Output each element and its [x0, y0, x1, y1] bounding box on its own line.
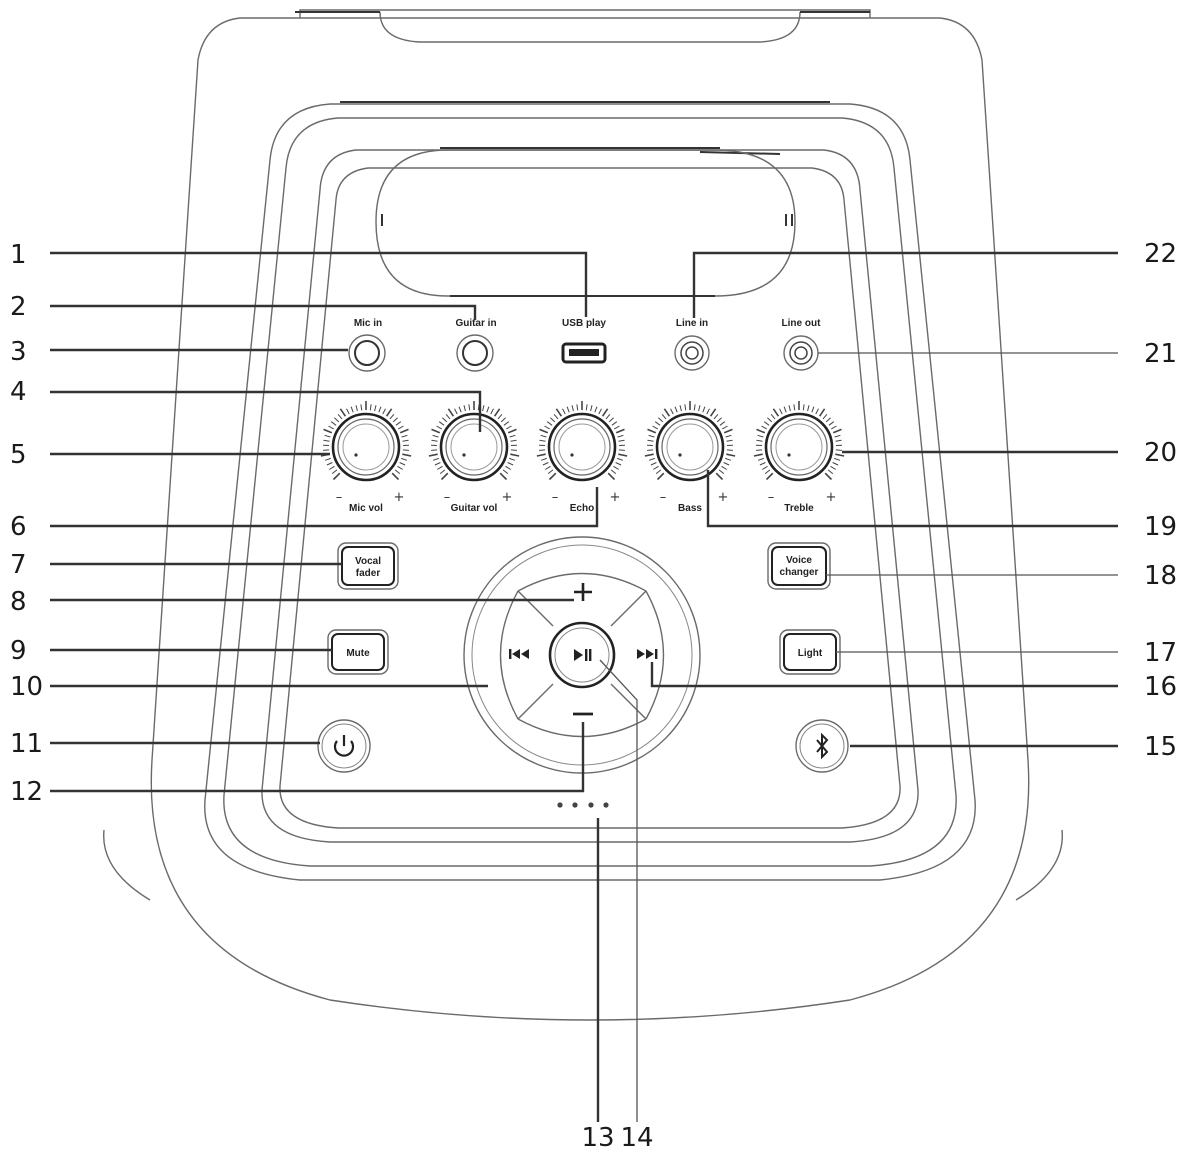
guitar-vol-minus: –: [444, 490, 451, 505]
guitar-in-jack[interactable]: [456, 334, 494, 372]
mic-vol-knob[interactable]: [320, 401, 412, 482]
next-track-icon: [637, 649, 658, 659]
callout-13: 13: [581, 1123, 614, 1153]
callout-20: 20: [1144, 438, 1177, 468]
guitar-vol-plus: +: [502, 490, 513, 505]
volume-up-button[interactable]: [574, 583, 592, 601]
status-indicator-leds: [557, 802, 609, 808]
mute-label: Mute: [346, 648, 370, 659]
callout-leader-lines: [50, 251, 1118, 1122]
echo-knob[interactable]: [536, 401, 628, 482]
callout-16: 16: [1144, 672, 1177, 702]
guitar-in-label: Guitar in: [455, 318, 496, 329]
handle-cutout: [375, 149, 796, 297]
mic-in-jack[interactable]: [348, 334, 386, 372]
usb-port[interactable]: [561, 342, 607, 364]
knob-row: [320, 401, 845, 482]
power-icon: [333, 735, 355, 757]
guitar-vol-knob[interactable]: [428, 401, 520, 482]
mic-vol-minus: –: [336, 490, 343, 505]
line-in-jack[interactable]: [674, 335, 710, 371]
light-button[interactable]: Light: [779, 629, 841, 675]
callout-6: 6: [10, 512, 27, 542]
callout-7: 7: [10, 550, 27, 580]
voice-changer-button[interactable]: Voice changer: [767, 542, 831, 590]
vocal-fader-label-line1: Vocal: [355, 556, 381, 567]
callout-14: 14: [620, 1123, 653, 1153]
callout-19: 19: [1144, 512, 1177, 542]
callout-9: 9: [10, 636, 27, 666]
treble-plus: +: [826, 490, 837, 505]
line-out-label: Line out: [782, 318, 822, 329]
callout-11: 11: [10, 729, 43, 759]
play-pause-icon: [574, 649, 592, 661]
vocal-fader-label-line2: fader: [356, 568, 381, 579]
knob-labels: Mic vol Guitar vol Echo Bass Treble – + …: [336, 490, 837, 514]
callout-3: 3: [10, 337, 27, 367]
next-track-button[interactable]: [637, 649, 658, 659]
callout-8: 8: [10, 587, 27, 617]
callout-15: 15: [1144, 732, 1177, 762]
bluetooth-icon: [816, 732, 829, 760]
treble-minus: –: [768, 490, 775, 505]
echo-plus: +: [610, 490, 621, 505]
callout-4: 4: [10, 377, 27, 407]
voice-changer-label-line2: changer: [780, 567, 819, 578]
line-out-jack[interactable]: [783, 335, 819, 371]
plus-icon: [574, 583, 592, 601]
bass-plus: +: [718, 490, 729, 505]
treble-label: Treble: [784, 503, 814, 514]
power-button[interactable]: [317, 719, 371, 773]
mute-button[interactable]: Mute: [327, 629, 389, 675]
vocal-fader-button[interactable]: Vocal fader: [337, 542, 399, 590]
bluetooth-button[interactable]: [795, 719, 849, 773]
callout-12: 12: [10, 777, 43, 807]
guitar-vol-label: Guitar vol: [451, 503, 498, 514]
callout-18: 18: [1144, 561, 1177, 591]
treble-knob[interactable]: [753, 401, 845, 482]
bass-minus: –: [660, 490, 667, 505]
bass-knob[interactable]: [644, 401, 736, 482]
callout-5: 5: [10, 440, 27, 470]
mic-vol-plus: +: [394, 490, 405, 505]
callout-numbers: 1 2 3 4 5 6 7 8 9 10 11 12 13 14 15 16 1…: [10, 239, 1177, 1153]
usb-play-label: USB play: [562, 318, 606, 329]
echo-label: Echo: [570, 503, 594, 514]
callout-1: 1: [10, 240, 27, 270]
mic-in-label: Mic in: [354, 318, 382, 329]
previous-track-button[interactable]: [509, 649, 529, 659]
play-pause-button[interactable]: [548, 621, 616, 689]
control-panel-frames: [204, 101, 976, 881]
line-in-label: Line in: [676, 318, 708, 329]
mic-vol-label: Mic vol: [349, 503, 383, 514]
callout-21: 21: [1144, 339, 1177, 369]
speaker-body: [103, 9, 1063, 1021]
bass-label: Bass: [678, 503, 702, 514]
light-label: Light: [798, 648, 823, 659]
previous-track-icon: [509, 649, 529, 659]
voice-changer-label-line1: Voice: [786, 555, 812, 566]
callout-2: 2: [10, 292, 27, 322]
callout-22: 22: [1144, 239, 1177, 269]
jack-row: Mic in Guitar in USB play Line in Line o…: [348, 318, 822, 372]
callout-17: 17: [1144, 638, 1177, 668]
callout-10: 10: [10, 672, 43, 702]
echo-minus: –: [552, 490, 559, 505]
